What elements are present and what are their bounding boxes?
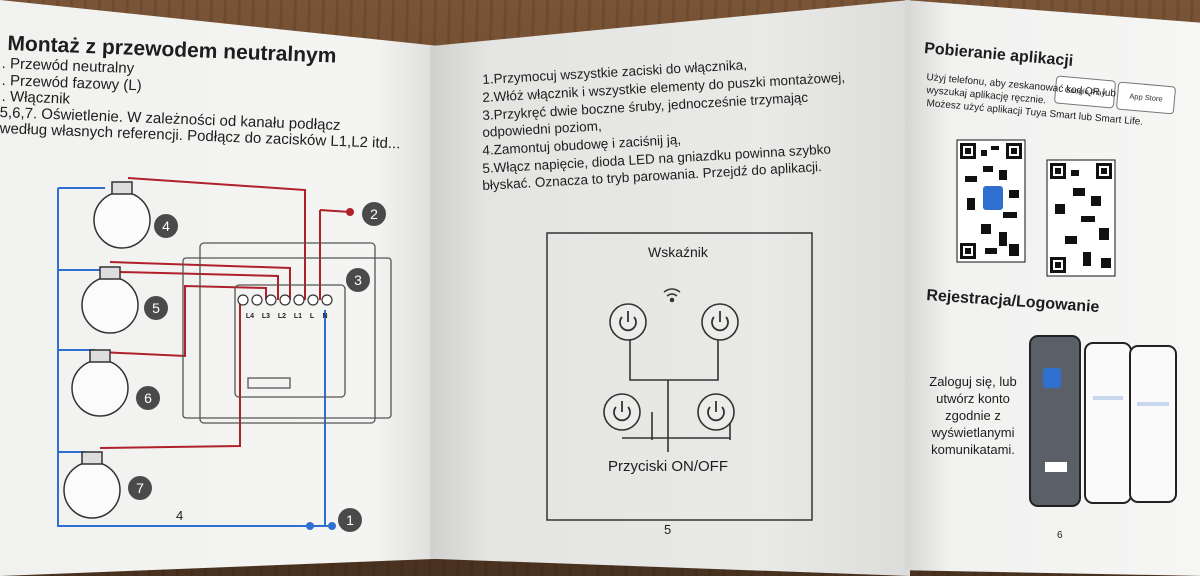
power-button-icon bbox=[603, 393, 641, 431]
register-text: zgodnie z bbox=[945, 408, 1001, 423]
badge-2 bbox=[362, 202, 386, 226]
wire-number: 3 bbox=[354, 272, 362, 288]
switch-panel-outline bbox=[546, 232, 813, 521]
power-button-icon bbox=[701, 303, 739, 341]
terminal-label: L2 bbox=[278, 313, 286, 320]
power-button-icon bbox=[697, 393, 735, 431]
switch-front-diagram bbox=[546, 232, 813, 521]
wifi-indicator-icon bbox=[663, 288, 681, 303]
terminal-label: N bbox=[322, 313, 327, 320]
terminal-label: L1 bbox=[294, 313, 302, 320]
terminal-block bbox=[237, 294, 333, 306]
left-manual-page: Montaż z przewodem neutralnym . Przewód … bbox=[0, 0, 440, 576]
buttons-label: Przyciski ON/OFF bbox=[608, 458, 728, 475]
register-text: Zaloguj się, lub bbox=[929, 374, 1017, 389]
indicator-label: Wskaźnik bbox=[648, 244, 708, 260]
qr-code-image bbox=[1046, 159, 1116, 277]
terminal-label: L bbox=[310, 313, 315, 320]
power-button-icon bbox=[609, 303, 647, 341]
badge-6 bbox=[136, 386, 160, 410]
badge-7 bbox=[128, 476, 152, 500]
register-text: komunikatami. bbox=[931, 442, 1015, 457]
page-number: 5 bbox=[664, 522, 672, 537]
bulb-icon bbox=[71, 349, 129, 417]
bulb-number: 6 bbox=[144, 390, 152, 406]
badge-5 bbox=[144, 296, 168, 320]
badge-1 bbox=[338, 508, 362, 532]
wire-number: 2 bbox=[370, 206, 378, 222]
wiring-diagram: 4 5 6 7 2 3 1 L4 L3 L2 L1 L N bbox=[57, 177, 392, 532]
phone-screenshots bbox=[1029, 335, 1177, 507]
register-text: wyświetlanymi bbox=[931, 425, 1015, 440]
right-manual-page: Pobieranie aplikacji Google Play App Sto… bbox=[905, 0, 1200, 576]
bulb-icon bbox=[81, 266, 139, 334]
bulb-number: 4 bbox=[162, 218, 170, 234]
qr-code-image bbox=[956, 139, 1026, 263]
bulb-number: 5 bbox=[152, 300, 160, 316]
bulb-icon bbox=[63, 451, 121, 519]
badge-3 bbox=[346, 268, 370, 292]
register-text: utwórz konto bbox=[936, 391, 1010, 406]
page-number: 6 bbox=[1057, 530, 1063, 541]
bulb-icon bbox=[93, 181, 151, 249]
wire-number: 1 bbox=[346, 512, 354, 528]
middle-manual-page: 1.Przymocuj wszystkie zaciski do włączni… bbox=[430, 0, 910, 576]
switch-module-outline bbox=[182, 242, 392, 424]
badge-4 bbox=[154, 214, 178, 238]
page-number: 4 bbox=[176, 508, 184, 523]
terminal-label: L4 bbox=[246, 313, 254, 320]
qr-codes bbox=[956, 139, 1177, 507]
terminal-label: L3 bbox=[262, 313, 270, 320]
bulb-number: 7 bbox=[136, 480, 144, 496]
